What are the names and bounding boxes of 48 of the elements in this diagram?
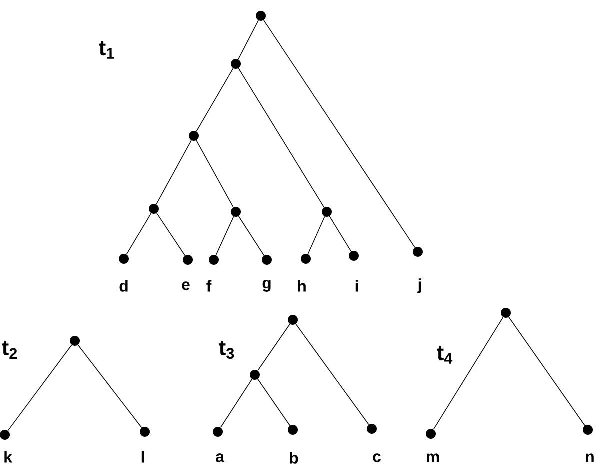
branch-line [238,68,325,208]
node-dot [149,204,159,214]
leaf-label: k [4,451,12,463]
leaf-label: i [356,280,358,292]
leaf-label: h [298,280,306,292]
node-dot [231,59,241,69]
leaf-label: a [216,454,225,462]
leaf-label: c [373,454,381,462]
branch-line [258,378,290,426]
leaf-label: g [262,280,271,292]
branch-line [238,216,265,256]
leaf-label: e [182,282,190,290]
branch-line [156,140,192,205]
branch-line [308,216,326,255]
branch-line [238,20,259,60]
branch-line [296,324,370,426]
tree-name: t$_{4}$ [437,346,453,364]
leaf-label: d [120,280,128,292]
leaf-label: l [142,451,144,463]
branch-line [263,20,416,248]
branch-line [78,344,142,428]
branch-line [196,68,234,132]
branch-line [258,324,290,372]
tree-name: t$_{3}$ [219,340,234,360]
node-dot [70,336,80,346]
node-dot [322,207,332,217]
leaf-label: m [426,454,440,462]
branch-line [8,344,72,432]
branch-line [329,216,352,252]
leaf-label: b [290,452,298,464]
tree-name: t$_{2}$ [2,341,18,359]
branch-line [220,378,253,428]
branch-line [216,216,234,256]
node-dot [231,207,241,217]
branch-line [196,140,234,208]
branch-line [433,317,504,430]
leaf-label: n [586,454,594,462]
branch-line [508,316,586,426]
leaf-label: f [206,280,212,292]
node-dot [189,131,199,141]
tree-name: t$_{1}$ [99,41,114,59]
branch-line [126,213,152,255]
branch-line [156,212,186,256]
node-dot [501,308,511,318]
node-dot [250,370,260,380]
leaf-label: j [418,278,422,294]
node-dot [288,315,298,325]
node-dot [256,11,266,21]
